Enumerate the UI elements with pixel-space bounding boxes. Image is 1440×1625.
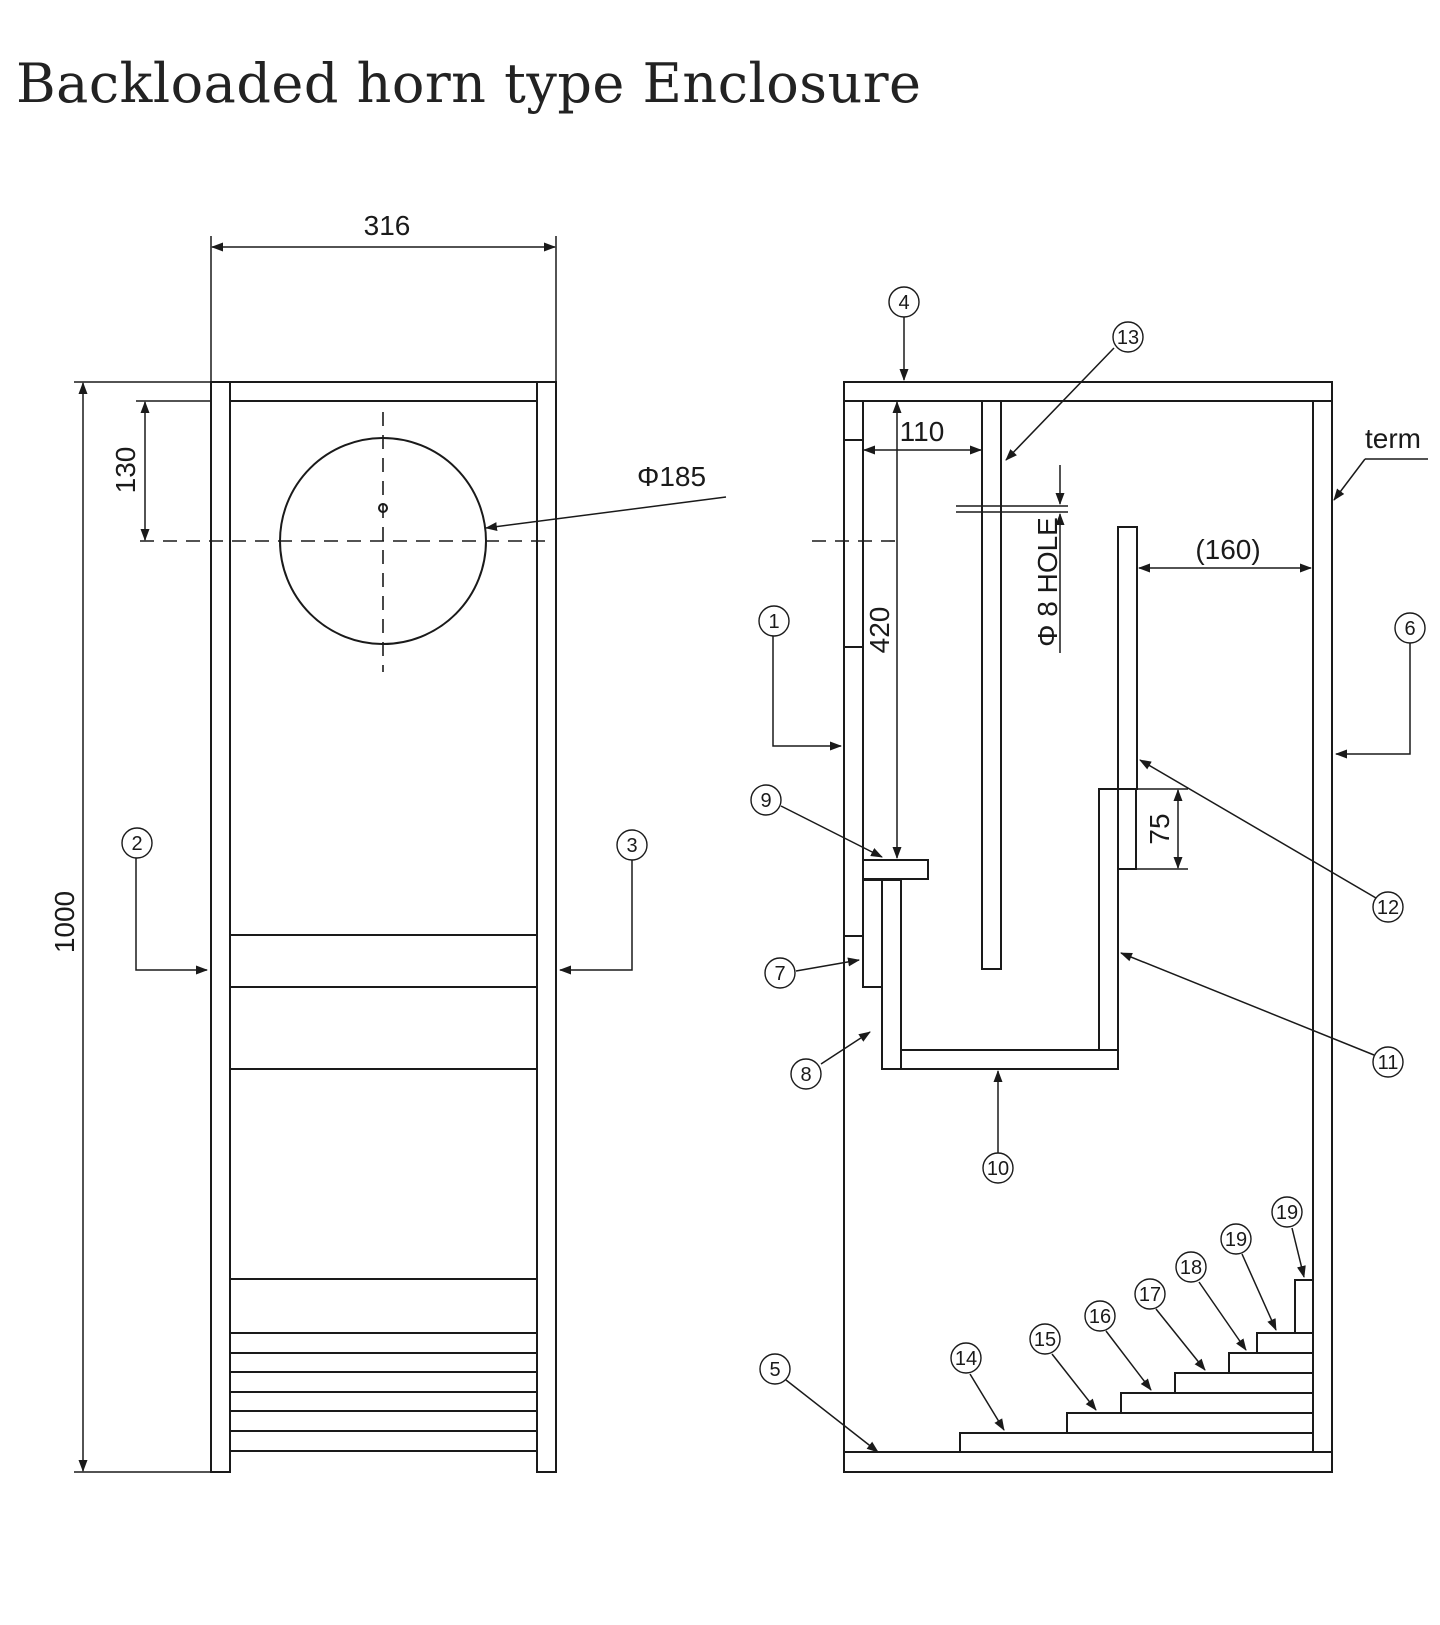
dim-step: 75 bbox=[1144, 813, 1175, 844]
part-18-callout bbox=[1175, 1251, 1207, 1283]
part-10-label: 10 bbox=[987, 1158, 1009, 1180]
bottom-board bbox=[843, 1451, 1333, 1473]
page-title: Backloaded horn type Enclosure bbox=[16, 52, 922, 115]
part-4-callout bbox=[888, 286, 920, 318]
part-4-label: 4 bbox=[898, 292, 909, 314]
part-19-callout-upper bbox=[1271, 1196, 1303, 1228]
part-16-label: 16 bbox=[1089, 1306, 1111, 1328]
part-15-label: 15 bbox=[1034, 1329, 1056, 1351]
dim-hole: Φ 8 HOLE bbox=[1032, 517, 1063, 647]
term-label: term bbox=[1365, 423, 1421, 454]
dim-baffle-offset: 110 bbox=[900, 416, 945, 447]
part-3-callout bbox=[616, 829, 648, 861]
front-louvers bbox=[230, 1332, 537, 1452]
part-17-label: 17 bbox=[1139, 1284, 1161, 1306]
panel-11 bbox=[1098, 788, 1119, 1051]
part-1-callout bbox=[758, 605, 790, 637]
part-6-label: 6 bbox=[1404, 618, 1415, 640]
part-9-callout bbox=[750, 784, 782, 816]
dim-driver-offset: 130 bbox=[110, 447, 141, 494]
part-7-label: 7 bbox=[774, 963, 785, 985]
back-panel bbox=[1312, 400, 1333, 1453]
part-8-callout bbox=[790, 1058, 822, 1090]
part-5-callout bbox=[759, 1353, 791, 1385]
part-19-label-upper: 19 bbox=[1276, 1202, 1298, 1224]
side-panel-left bbox=[210, 381, 231, 1473]
dim-height: 1000 bbox=[49, 891, 80, 953]
panel-12 bbox=[1117, 526, 1138, 790]
part-8-label: 8 bbox=[800, 1064, 811, 1086]
part-9-label: 9 bbox=[760, 790, 771, 812]
panel-10 bbox=[900, 1049, 1119, 1070]
part-19-label-lower: 19 bbox=[1225, 1229, 1247, 1251]
part-14-callout bbox=[950, 1342, 982, 1374]
part-12-label: 12 bbox=[1377, 897, 1399, 919]
part-11-label: 11 bbox=[1378, 1052, 1399, 1074]
part-2-callout bbox=[121, 827, 153, 859]
panel-8 bbox=[881, 879, 902, 1070]
part-10-callout bbox=[982, 1152, 1014, 1184]
part-13-callout bbox=[1112, 321, 1144, 353]
step-block bbox=[1117, 788, 1137, 870]
part-5-label: 5 bbox=[769, 1359, 780, 1381]
part-16-callout bbox=[1084, 1300, 1116, 1332]
dim-term-gap: (160) bbox=[1195, 534, 1260, 565]
part-18-label: 18 bbox=[1180, 1257, 1202, 1279]
block-7 bbox=[862, 879, 883, 988]
part-7-callout bbox=[764, 957, 796, 989]
dim-width: 316 bbox=[364, 210, 411, 241]
part-17-callout bbox=[1134, 1278, 1166, 1310]
top-board bbox=[843, 381, 1333, 402]
shelf-9 bbox=[862, 859, 929, 880]
part-3-label: 3 bbox=[626, 835, 637, 857]
horn-steps bbox=[959, 1279, 1314, 1453]
side-panel-right bbox=[536, 381, 557, 1473]
partition-13 bbox=[981, 400, 1002, 970]
part-19-callout-lower bbox=[1220, 1223, 1252, 1255]
front-top-board bbox=[229, 381, 538, 402]
part-13-label: 13 bbox=[1117, 327, 1139, 349]
part-6-callout bbox=[1394, 612, 1426, 644]
part-11-callout bbox=[1372, 1046, 1404, 1078]
dim-driver-diameter: Φ185 bbox=[637, 461, 706, 492]
part-12-callout bbox=[1372, 891, 1404, 923]
section-view: 110 420 Φ 8 HOLE (160) 75 term 4 13 1 bbox=[750, 286, 1428, 1473]
part-14-label: 14 bbox=[955, 1348, 977, 1370]
part-15-callout bbox=[1029, 1323, 1061, 1355]
part-2-label: 2 bbox=[131, 833, 142, 855]
dim-partition-length: 420 bbox=[864, 607, 895, 654]
part-1-label: 1 bbox=[768, 611, 779, 633]
front-view: 316 1000 130 Φ185 2 3 bbox=[49, 210, 727, 1473]
